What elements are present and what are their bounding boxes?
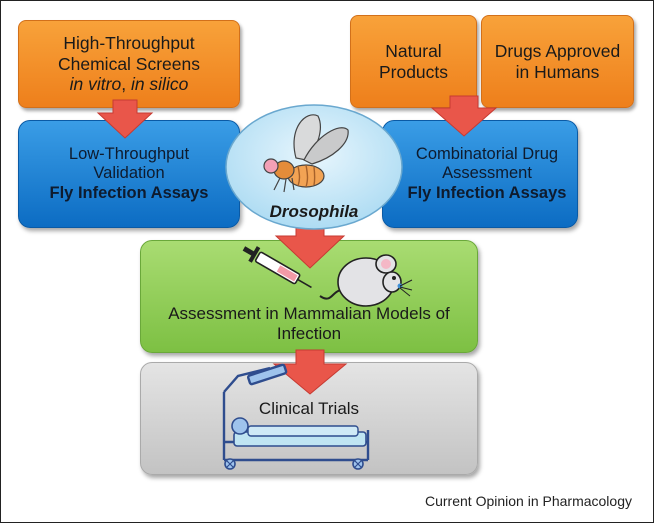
natural-products-line1: Natural [385, 40, 442, 61]
in-silico-text: in silico [130, 74, 189, 95]
mouse-icon [319, 254, 413, 307]
clinical-trials-label: Clinical Trials [258, 399, 360, 419]
cda-line1: Combinatorial Drug [415, 144, 559, 163]
low-throughput-validation-box: Low-Throughput Validation Fly Infection … [18, 120, 240, 228]
hts-line1: High-Throughput [63, 33, 195, 54]
in-vitro-text: in vitro [69, 74, 122, 95]
cda-line2: Assessment [442, 164, 532, 183]
drugs-approved-line1: Drugs Approved [494, 40, 621, 61]
ltv-line3: Fly Infection Assays [49, 183, 209, 202]
ltv-line1: Low-Throughput [68, 144, 190, 163]
hts-line3: in vitro, in silico [70, 74, 189, 95]
drugs-approved-line2: in Humans [515, 61, 600, 82]
journal-footer: Current Opinion in Pharmacology [425, 493, 632, 509]
hts-line2: Chemical Screens [58, 53, 200, 74]
hts-sep: , [121, 74, 131, 95]
ltv-line2: Validation [93, 164, 165, 183]
drugs-approved-box: Drugs Approved in Humans [481, 15, 634, 108]
natural-products-box: Natural Products [350, 15, 477, 108]
drosophila-label: Drosophila [269, 202, 359, 221]
mammal-line2: Infection [276, 323, 342, 343]
combinatorial-drug-box: Combinatorial Drug Assessment Fly Infect… [382, 120, 578, 228]
natural-products-line2: Products [378, 61, 449, 82]
mammal-line1: Assessment in Mammalian Models of [168, 303, 450, 323]
syringe-icon [242, 246, 312, 289]
hospital-bed-icon [222, 363, 370, 470]
cda-line3: Fly Infection Assays [407, 183, 567, 202]
fly-icon [263, 114, 349, 193]
